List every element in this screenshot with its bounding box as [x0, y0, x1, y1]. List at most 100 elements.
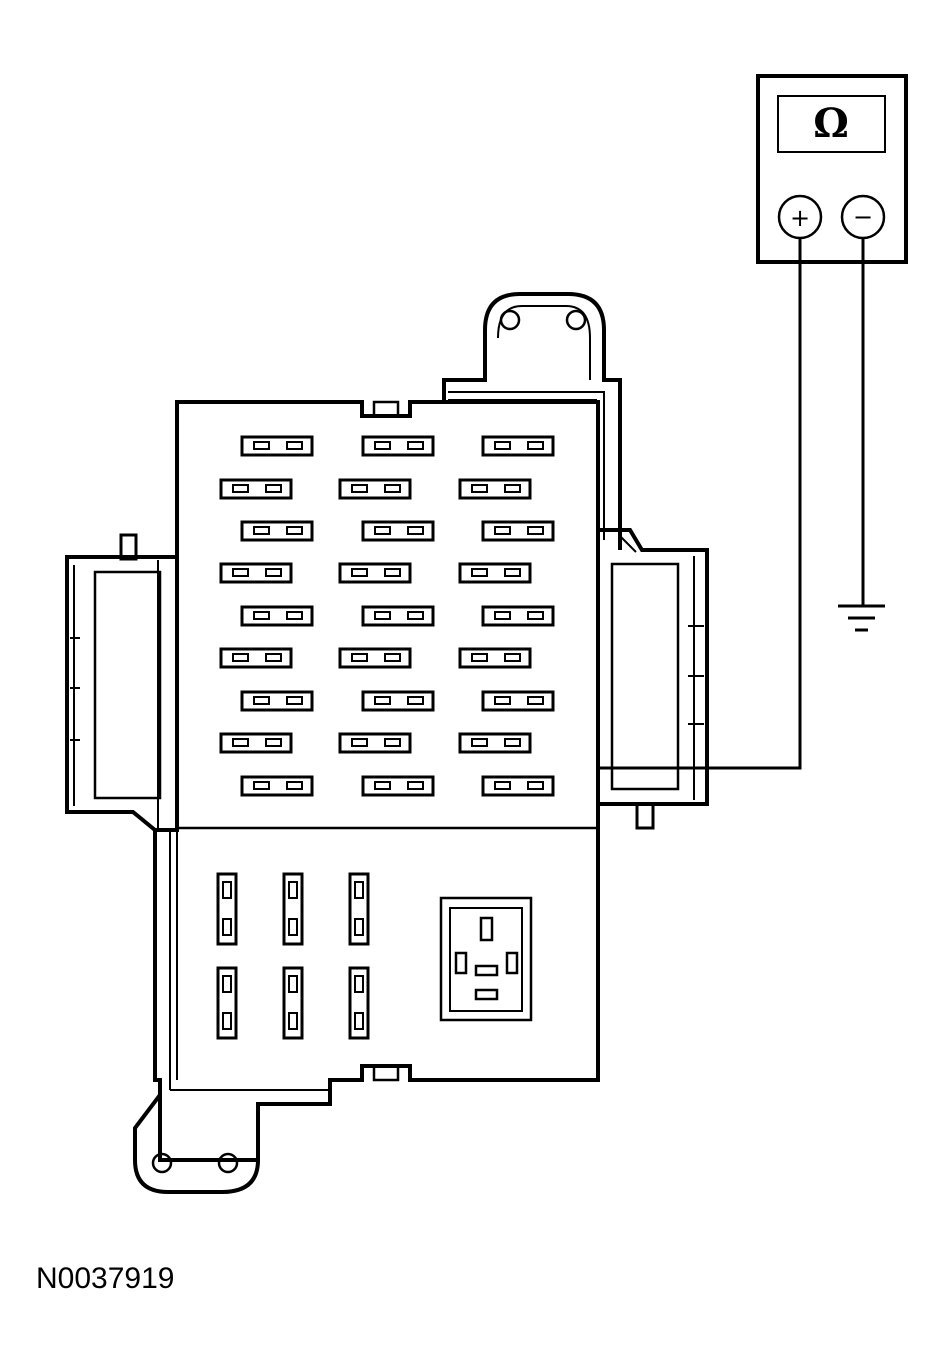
figure-reference-number: N0037919: [36, 1262, 175, 1295]
negative-terminal-label: −: [853, 203, 873, 231]
fuse-slot: [338, 562, 412, 584]
fuse-terminal: [253, 781, 270, 790]
fuse-terminal: [354, 975, 364, 993]
fuse-terminal: [384, 653, 401, 662]
fuse-terminal: [504, 653, 521, 662]
mounting-hole: [217, 1152, 239, 1174]
fuse-terminal: [407, 441, 424, 450]
fuse-slot: [458, 647, 532, 669]
fuse-terminal: [286, 611, 303, 620]
fuse-slot: [481, 690, 555, 712]
fuse-slot: [240, 435, 314, 457]
fuse-terminal: [384, 568, 401, 577]
fuse-terminal: [288, 881, 298, 899]
fuse-terminal: [253, 696, 270, 705]
fuse-slot: [240, 775, 314, 797]
ground-icon: [838, 604, 885, 632]
fuse-terminal: [471, 568, 488, 577]
fuse-terminal: [265, 484, 282, 493]
fuse-terminal: [494, 611, 511, 620]
fuse-slot: [240, 690, 314, 712]
mounting-hole: [565, 309, 587, 331]
fuse-terminal: [253, 526, 270, 535]
fuse-terminal: [504, 484, 521, 493]
fuse-terminal: [351, 484, 368, 493]
top-latch: [372, 400, 400, 418]
fuse-terminal: [374, 781, 391, 790]
fuse-terminal: [374, 696, 391, 705]
fuse-terminal: [384, 484, 401, 493]
fuse-terminal: [504, 568, 521, 577]
fuse-terminal: [494, 781, 511, 790]
vertical-fuse-slots: [216, 872, 370, 1040]
left-connector: [65, 533, 179, 832]
fuse-terminal: [407, 696, 424, 705]
fuse-terminal: [374, 441, 391, 450]
vertical-fuse-slot: [348, 966, 370, 1040]
fuse-terminal: [351, 738, 368, 747]
fuse-terminal: [351, 653, 368, 662]
fuse-slot: [240, 605, 314, 627]
fuse-terminal: [354, 1012, 364, 1030]
relay-socket: [439, 896, 533, 1022]
fuse-terminal: [253, 611, 270, 620]
positive-terminal-label: +: [790, 204, 810, 232]
fuse-terminal: [232, 738, 249, 747]
fuse-terminal: [494, 526, 511, 535]
fuse-terminal: [286, 441, 303, 450]
lower-mounting-bracket: [133, 1080, 260, 1194]
fuse-terminal: [222, 975, 232, 993]
fuse-terminal: [527, 611, 544, 620]
fuse-terminal: [222, 918, 232, 936]
relay-pin: [454, 951, 468, 975]
fuse-terminal: [222, 1012, 232, 1030]
meter-body: [756, 74, 908, 264]
fuse-slot: [361, 775, 435, 797]
fuse-terminal: [265, 568, 282, 577]
fuse-slot: [458, 562, 532, 584]
fuse-terminal: [286, 696, 303, 705]
fuse-terminal: [288, 975, 298, 993]
relay-pin: [505, 951, 519, 975]
fuse-terminal: [471, 484, 488, 493]
vertical-fuse-slot: [282, 872, 304, 946]
fuse-terminal: [374, 526, 391, 535]
fuse-slot: [219, 478, 293, 500]
fuse-slot: [338, 478, 412, 500]
fuse-terminal: [288, 1012, 298, 1030]
junction-box: [65, 292, 709, 1194]
fuse-slot: [361, 435, 435, 457]
fuse-slot: [219, 647, 293, 669]
fuse-terminal: [527, 441, 544, 450]
vertical-fuse-slot: [348, 872, 370, 946]
fuse-terminal: [494, 441, 511, 450]
relay-pin: [474, 988, 499, 1001]
fuse-slot: [458, 478, 532, 500]
vertical-fuse-slot: [216, 872, 238, 946]
fuse-slot: [361, 605, 435, 627]
fuse-terminal: [407, 611, 424, 620]
fuse-slot-grid: [219, 435, 555, 797]
fuse-terminal: [471, 653, 488, 662]
fuse-slot: [219, 732, 293, 754]
fuse-terminal: [232, 568, 249, 577]
fuse-slot: [240, 520, 314, 542]
fuse-terminal: [354, 918, 364, 936]
fuse-terminal: [384, 738, 401, 747]
fuse-terminal: [232, 484, 249, 493]
vertical-fuse-slot: [216, 966, 238, 1040]
meter-display: [777, 95, 886, 153]
fuse-terminal: [232, 653, 249, 662]
fuse-terminal: [407, 526, 424, 535]
fuse-slot: [458, 732, 532, 754]
fuse-terminal: [374, 611, 391, 620]
fuse-terminal: [265, 738, 282, 747]
fuse-slot: [481, 520, 555, 542]
fuse-slot: [219, 562, 293, 584]
fuse-terminal: [494, 696, 511, 705]
fuse-terminal: [471, 738, 488, 747]
fuse-slot: [338, 732, 412, 754]
fuse-terminal: [527, 696, 544, 705]
bottom-latch: [372, 1064, 400, 1082]
